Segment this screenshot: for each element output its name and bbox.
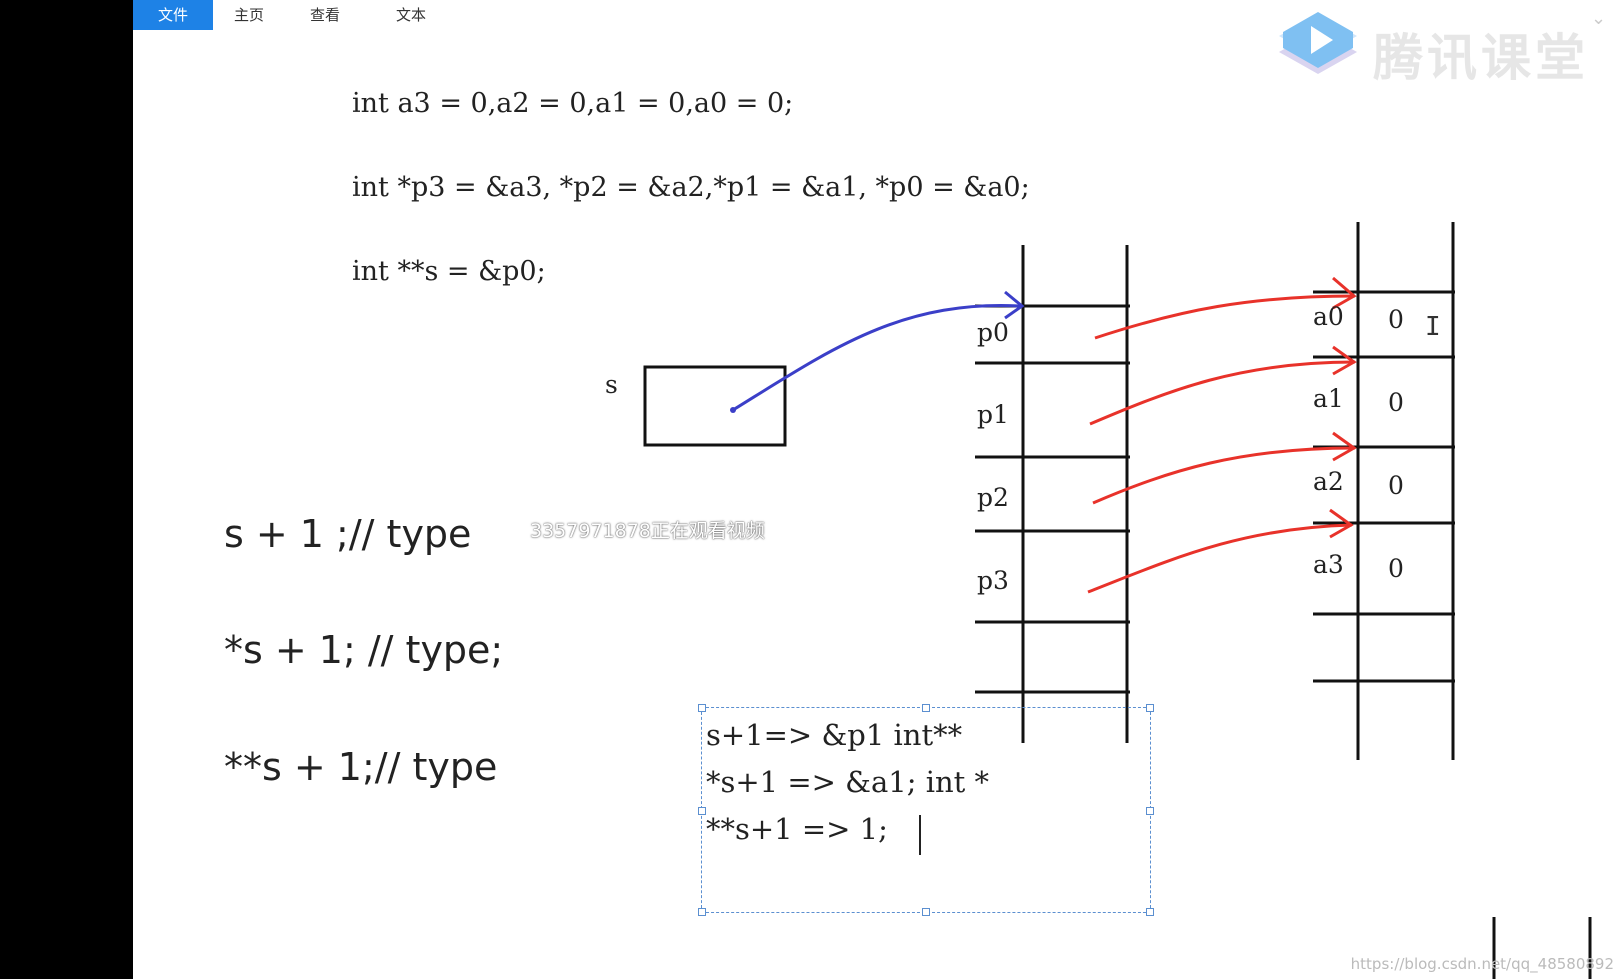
resize-handle-right[interactable]: [1146, 807, 1154, 815]
resize-handle-bottom[interactable]: [922, 908, 930, 916]
textbox-line-2: *s+1 => &a1; int *: [706, 765, 990, 799]
a2-label: a2: [1313, 467, 1344, 496]
expression-deref-s-plus-1: *s + 1; // type;: [224, 628, 504, 672]
resize-handle-bottom-right[interactable]: [1146, 908, 1154, 916]
resize-handle-bottom-left[interactable]: [698, 908, 706, 916]
chevron-down-icon[interactable]: ⌄: [1591, 8, 1607, 29]
expression-double-deref-s-plus-1: **s + 1;// type: [224, 745, 498, 789]
source-url: https://blog.csdn.net/qq_48580892: [1350, 955, 1614, 973]
a0-label: a0: [1313, 302, 1344, 331]
tab-view[interactable]: 查看: [309, 6, 340, 24]
red-arrow-p1-to-a1: [1089, 360, 1356, 426]
resize-handle-left[interactable]: [698, 807, 706, 815]
p3-label: p3: [977, 566, 1009, 595]
red-arrow-p2-to-a2: [1092, 446, 1356, 505]
s-label: s: [605, 370, 618, 399]
a1-value: 0: [1388, 388, 1404, 417]
p1-label: p1: [977, 400, 1009, 429]
selected-textbox[interactable]: s+1=> &p1 int** *s+1 => &a1; int * **s+1…: [698, 704, 1154, 916]
text-caret: [919, 815, 921, 855]
resize-handle-top-left[interactable]: [698, 704, 706, 712]
a2-value: 0: [1388, 471, 1404, 500]
red-arrow-p0-to-a0: [1094, 294, 1356, 340]
viewer-watermark: 3357971878正在观看视频: [530, 520, 765, 542]
tab-file[interactable]: 文件: [133, 0, 213, 30]
s-box: [643, 365, 787, 447]
a3-label: a3: [1313, 550, 1344, 579]
tab-bar: 文件 主页 查看 文本: [133, 0, 533, 30]
textbox-line-3: **s+1 => 1;: [706, 812, 888, 846]
resize-handle-top[interactable]: [922, 704, 930, 712]
code-line-declare-double-pointer: int **s = &p0;: [352, 256, 546, 287]
resize-handle-top-right[interactable]: [1146, 704, 1154, 712]
p0-label: p0: [977, 318, 1009, 347]
a0-value: 0: [1388, 305, 1404, 334]
a3-value: 0: [1388, 554, 1404, 583]
slide-canvas: [133, 0, 1622, 979]
play-icon: [1279, 12, 1357, 74]
text-cursor-icon: I: [1425, 312, 1441, 342]
a1-label: a1: [1313, 384, 1344, 413]
red-arrow-p3-to-a3: [1087, 523, 1353, 594]
p2-label: p2: [977, 483, 1009, 512]
left-black-margin: [0, 0, 133, 979]
tencent-classroom-logo: 腾讯课堂 ⌄: [1273, 8, 1607, 88]
textbox-line-1: s+1=> &p1 int**: [706, 718, 963, 752]
tab-text[interactable]: 文本: [395, 6, 426, 24]
tab-home[interactable]: 主页: [233, 6, 264, 24]
code-line-declare-pointers: int *p3 = &a3, *p2 = &a2,*p1 = &a1, *p0 …: [352, 172, 1030, 203]
code-line-declare-ints: int a3 = 0,a2 = 0,a1 = 0,a0 = 0;: [352, 88, 794, 119]
logo-text: 腾讯课堂: [1373, 29, 1589, 87]
blue-arrow-s-to-p0: [732, 304, 1021, 412]
expression-s-plus-1: s + 1 ;// type: [224, 512, 472, 556]
